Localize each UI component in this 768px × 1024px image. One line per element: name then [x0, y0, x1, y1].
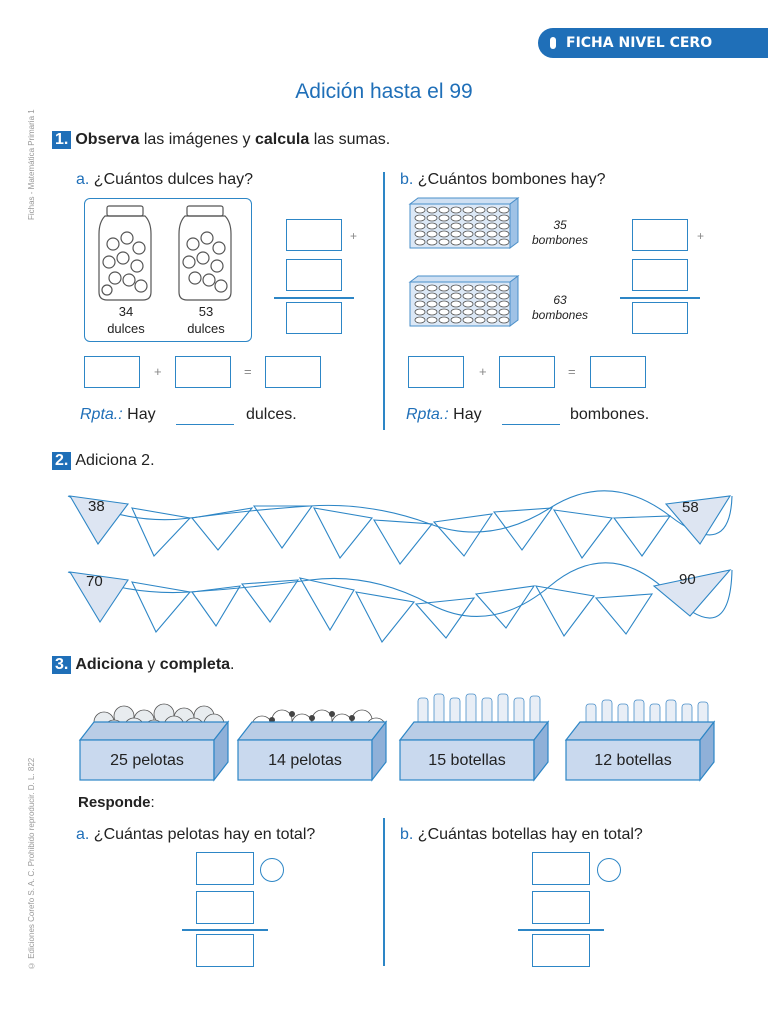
ex1a-question: a. ¿Cuántos dulces hay? [76, 171, 253, 189]
ex3-heading: 3.Adiciona y completa. [52, 656, 235, 674]
ex3b-letter: b. [400, 826, 414, 843]
responde-bold: Responde [78, 794, 151, 811]
garland1-end: 58 [682, 499, 699, 516]
ex3-text2: . [230, 656, 235, 673]
responde-colon: : [150, 794, 155, 811]
ex2-heading: 2.Adiciona 2. [52, 452, 155, 470]
ex1a-addend2-box[interactable] [286, 259, 342, 291]
ex1b-total-box[interactable] [632, 302, 688, 334]
ex1b-plus-horizontal: + [479, 364, 487, 379]
garlands-illustration [67, 490, 733, 644]
garland1-start: 38 [88, 498, 105, 515]
ex1b-equals: = [568, 364, 576, 379]
ex1a-sum-line [274, 297, 354, 299]
garland2-end: 90 [679, 571, 696, 588]
ex1-text1: las imágenes y [139, 131, 255, 148]
ex3a-operator-circle[interactable] [260, 858, 284, 882]
crate-label-4: 12 botellas [594, 752, 672, 769]
ex1a-letter: a. [76, 171, 90, 188]
ex1-heading: 1.Observa las imágenes y calcula las sum… [52, 131, 390, 149]
ex1a-h-total-box[interactable] [265, 356, 321, 388]
ex3-bold1: Adiciona [75, 656, 143, 673]
ex1a-plus-vertical: + [350, 229, 358, 243]
ex2-number: 2. [52, 452, 72, 470]
ex3-number: 3. [52, 656, 72, 674]
ex1b-answer-blank[interactable] [502, 424, 560, 426]
ex1a-plus-horizontal: + [154, 364, 162, 379]
ex3b-sum-line [518, 929, 604, 931]
ex1b-question: b. ¿Cuántos bombones hay? [400, 171, 605, 189]
ex1-bold2: calcula [255, 131, 310, 148]
ex3a-text: ¿Cuántas pelotas hay en total? [89, 826, 316, 843]
ex3-text1: y [142, 656, 160, 673]
ex1a-total-box[interactable] [286, 302, 342, 334]
ex1b-plus-vertical: + [697, 229, 705, 243]
ex3a-total-box[interactable] [196, 934, 254, 967]
ex1b-letter: b. [400, 171, 414, 188]
ex3b-addend2-box[interactable] [532, 891, 590, 924]
ex3a-addend2-box[interactable] [196, 891, 254, 924]
ex1b-sum-line [620, 297, 700, 299]
ex3a-letter: a. [76, 826, 90, 843]
jar1-count: 34 [118, 304, 134, 319]
ex3b-total-box[interactable] [532, 934, 590, 967]
ex3a-sum-line [182, 929, 268, 931]
ex1-divider [383, 172, 385, 430]
ex1a-answer-unit: dulces. [246, 406, 297, 423]
crate-label-1: 25 pelotas [110, 752, 184, 769]
ex2-text: Adiciona 2. [75, 452, 155, 469]
tab-dot-icon [550, 37, 556, 49]
ex3b-question: b. ¿Cuántas botellas hay en total? [400, 826, 643, 844]
box2-unit: bombones [531, 308, 589, 322]
ex3b-operator-circle[interactable] [597, 858, 621, 882]
ex1b-h-addend1-box[interactable] [408, 356, 464, 388]
ex3a-question: a. ¿Cuántas pelotas hay en total? [76, 826, 315, 844]
side-text-bottom: © Ediciones Corefo S. A. C. Prohibido re… [27, 757, 36, 970]
crate-label-3: 15 botellas [428, 752, 506, 769]
jar1-unit: dulces [107, 321, 145, 336]
jar2-count: 53 [198, 304, 214, 319]
ex3b-addend1-box[interactable] [532, 852, 590, 885]
ex1b-hay: Hay [453, 406, 482, 423]
ex1b-answer-unit: bombones. [570, 406, 650, 423]
ex1b-answer: Rpta.: Hay [406, 406, 482, 424]
ex1b-rpta: Rpta.: [406, 406, 449, 423]
ex1b-addend2-box[interactable] [632, 259, 688, 291]
garland2-start: 70 [86, 573, 103, 590]
crates-illustration [78, 693, 716, 782]
ex1a-equals: = [244, 364, 252, 379]
ex3-divider [383, 818, 385, 966]
ex1-text2: las sumas. [309, 131, 391, 148]
ex1a-h-addend2-box[interactable] [175, 356, 231, 388]
page-title: Adición hasta el 99 [295, 80, 473, 103]
ex1-bold1: Observa [75, 131, 140, 148]
ex1a-addend1-box[interactable] [286, 219, 342, 251]
ex1b-text: ¿Cuántos bombones hay? [413, 171, 606, 188]
header-label: FICHA NIVEL CERO [566, 35, 713, 51]
box2-count: 63 [553, 293, 567, 307]
responde-label: Responde: [78, 794, 155, 811]
box1-unit: bombones [531, 233, 589, 247]
ex1b-h-addend2-box[interactable] [499, 356, 555, 388]
ex1-number: 1. [52, 131, 72, 149]
ex1a-h-addend1-box[interactable] [84, 356, 140, 388]
ex1a-text: ¿Cuántos dulces hay? [89, 171, 253, 188]
bonbon-boxes-illustration [408, 197, 520, 327]
jars-panel [84, 198, 252, 342]
ex1a-rpta: Rpta.: [80, 406, 123, 423]
ex3b-text: ¿Cuántas botellas hay en total? [413, 826, 643, 843]
ex1b-h-total-box[interactable] [590, 356, 646, 388]
ex1a-hay: Hay [127, 406, 156, 423]
ex1a-answer: Rpta.: Hay [80, 406, 156, 424]
jars-illustration [98, 205, 232, 301]
ex1b-addend1-box[interactable] [632, 219, 688, 251]
header-tab: FICHA NIVEL CERO [538, 28, 768, 58]
jar2-unit: dulces [187, 321, 225, 336]
crate-label-2: 14 pelotas [268, 752, 342, 769]
ex3a-addend1-box[interactable] [196, 852, 254, 885]
ex3-bold2: completa [159, 656, 231, 673]
ex1a-answer-blank[interactable] [176, 424, 234, 426]
box1-count: 35 [553, 218, 567, 232]
